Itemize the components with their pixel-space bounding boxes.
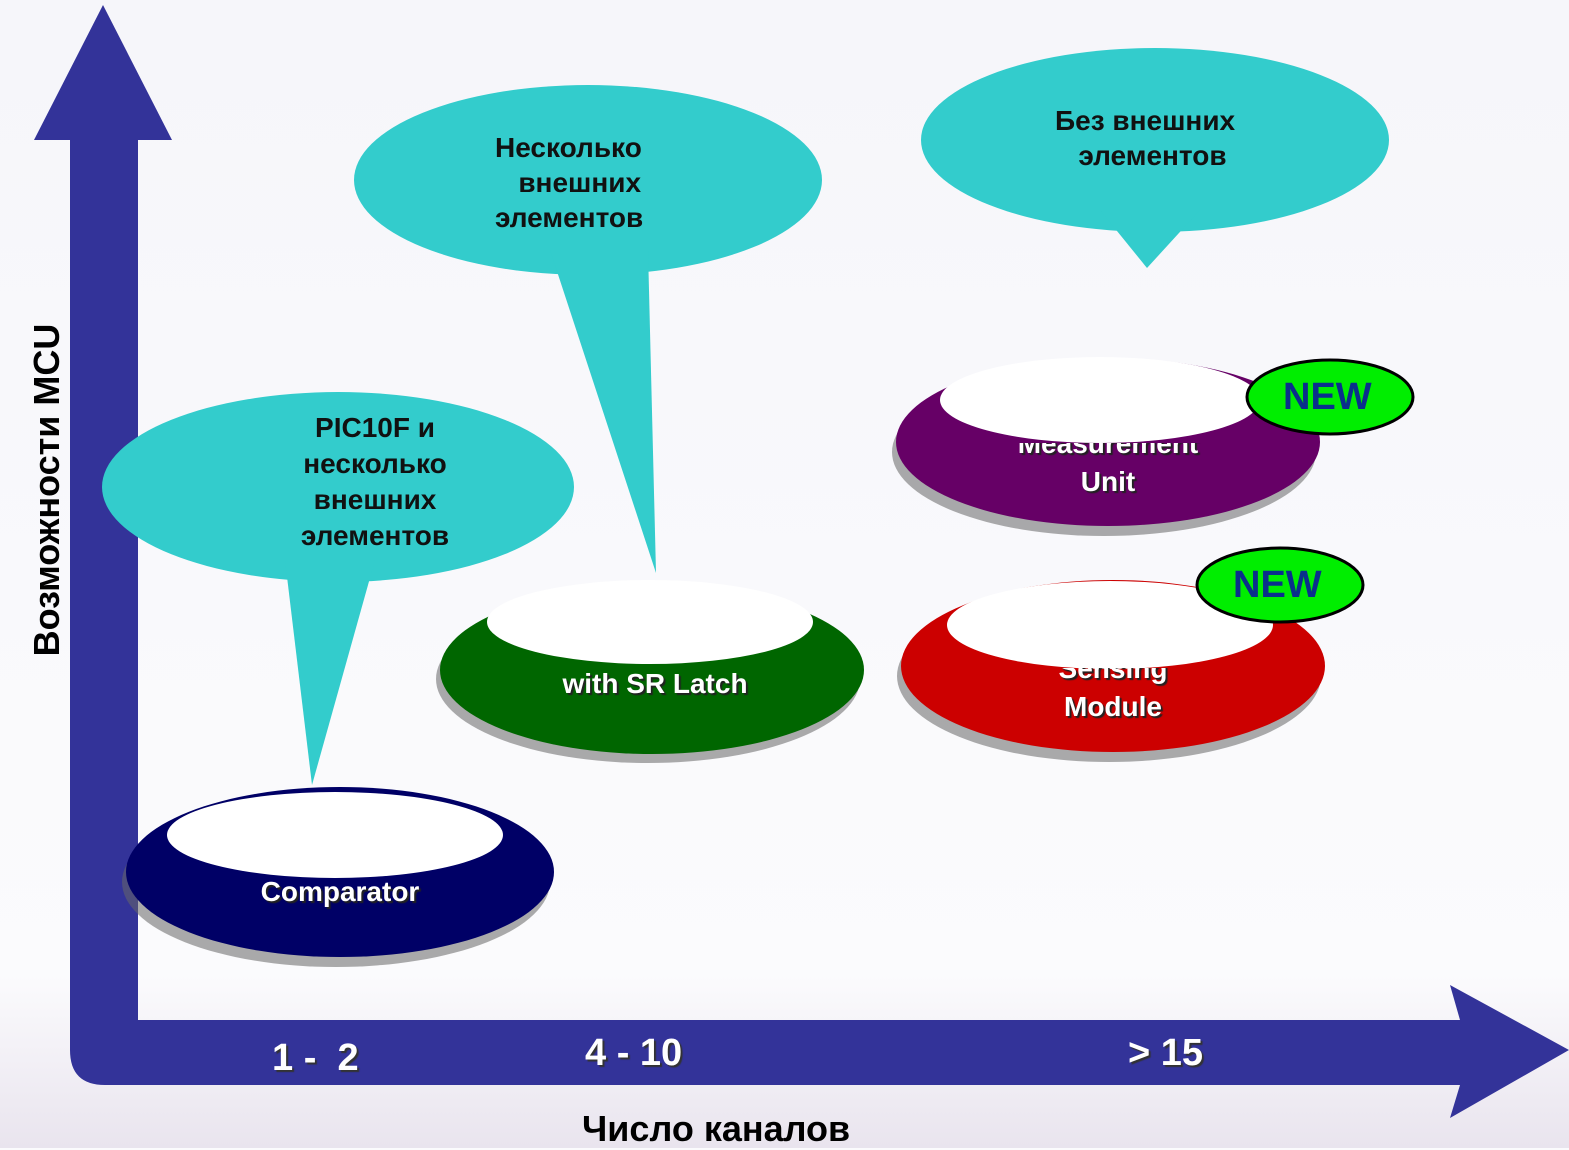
cmu-label: Measurement Unit	[1017, 428, 1199, 497]
ring-cmu	[892, 357, 1320, 536]
x-tick-gt-15: > 15	[1128, 1032, 1204, 1074]
new-badge-1: NEW	[1283, 376, 1372, 418]
new-badge-2-shape	[1195, 546, 1365, 624]
y-axis	[34, 5, 1460, 1085]
callout-several	[354, 85, 822, 573]
x-tick-4-10: 4 - 10	[585, 1032, 683, 1074]
x-axis-label: Число каналов	[582, 1108, 851, 1149]
new-badge-1-shape	[1245, 358, 1415, 436]
callout-pic10f-text: PIC10F и несколько внешних элементов	[300, 412, 450, 551]
callout-none-text: Без внешних элементов	[1055, 105, 1236, 171]
callout-none	[921, 48, 1389, 268]
ring-sr-latch	[436, 580, 864, 763]
csm-label: Sensing Module	[1058, 653, 1168, 722]
callout-several-text: Несколько внешних элементов	[495, 132, 644, 233]
sr-latch-label: with SR Latch	[562, 668, 748, 699]
ring-csm	[897, 580, 1325, 762]
ring-comparator	[122, 787, 554, 967]
y-axis-label: Возможности MCU	[26, 323, 67, 657]
x-axis-arrowhead	[1450, 985, 1569, 1118]
new-badge-2: NEW	[1233, 564, 1322, 606]
comparator-label: Comparator	[260, 876, 420, 907]
x-tick-1-2: 1 - 2	[272, 1037, 359, 1079]
callout-pic10f	[102, 392, 574, 785]
